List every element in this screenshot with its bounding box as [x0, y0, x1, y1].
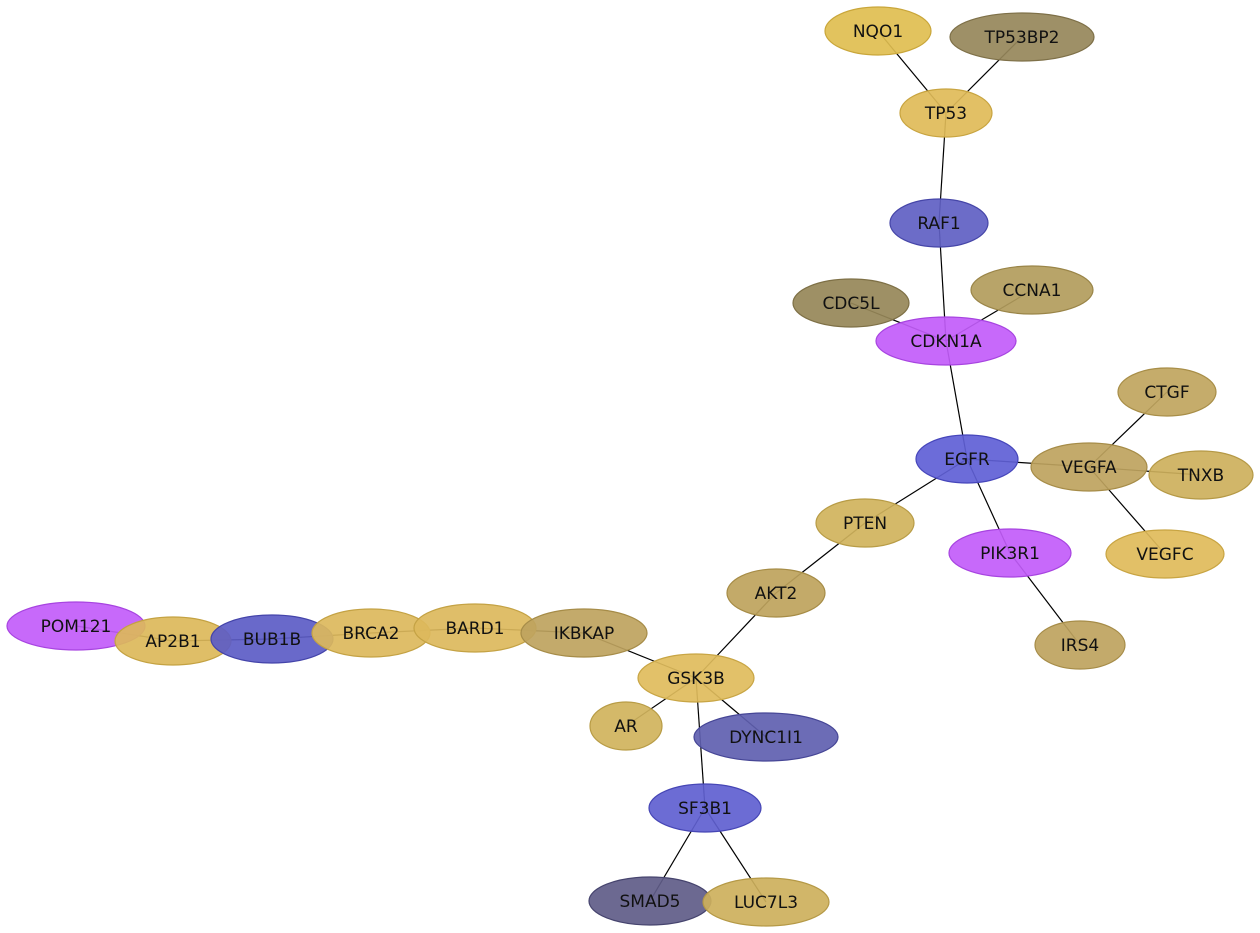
node-tp53bp2[interactable]: TP53BP2 [949, 12, 1095, 62]
node-pten[interactable]: PTEN [815, 498, 915, 548]
node-shape [875, 316, 1017, 366]
node-brca2[interactable]: BRCA2 [311, 608, 431, 658]
node-label: IKBKAP [554, 624, 615, 644]
node-shape [899, 88, 993, 138]
node-akt2[interactable]: AKT2 [726, 568, 826, 618]
node-shape [824, 6, 932, 56]
node-ikbkap[interactable]: IKBKAP [520, 608, 648, 658]
node-shape [1117, 367, 1217, 417]
node-label: POM121 [41, 617, 112, 637]
node-ccna1[interactable]: CCNA1 [970, 265, 1094, 315]
node-shape [1030, 442, 1148, 492]
node-shape [970, 265, 1094, 315]
node-label: TP53 [924, 104, 967, 124]
node-shape [1105, 529, 1225, 579]
node-gsk3b[interactable]: GSK3B [637, 653, 755, 703]
node-label: RAF1 [917, 214, 960, 234]
node-label: IRS4 [1061, 636, 1099, 656]
node-egfr[interactable]: EGFR [915, 434, 1019, 484]
node-ctgf[interactable]: CTGF [1117, 367, 1217, 417]
node-raf1[interactable]: RAF1 [889, 198, 989, 248]
node-tnxb[interactable]: TNXB [1148, 450, 1254, 500]
node-nqo1[interactable]: NQO1 [824, 6, 932, 56]
node-irs4[interactable]: IRS4 [1034, 620, 1126, 670]
node-shape [693, 712, 839, 762]
node-label: TNXB [1177, 466, 1224, 486]
node-label: BRCA2 [343, 624, 400, 644]
node-label: VEGFC [1136, 545, 1193, 565]
node-label: VEGFA [1061, 458, 1117, 478]
node-tp53[interactable]: TP53 [899, 88, 993, 138]
node-pik3r1[interactable]: PIK3R1 [948, 528, 1072, 578]
node-label: BUB1B [243, 630, 301, 650]
node-smad5[interactable]: SMAD5 [588, 876, 712, 926]
node-pom121[interactable]: POM121 [6, 601, 146, 651]
node-shape [648, 783, 762, 833]
node-dync1i1[interactable]: DYNC1I1 [693, 712, 839, 762]
node-label: CTGF [1144, 383, 1189, 403]
node-ap2b1[interactable]: AP2B1 [114, 616, 232, 666]
node-sf3b1[interactable]: SF3B1 [648, 783, 762, 833]
node-shape [889, 198, 989, 248]
node-vegfa[interactable]: VEGFA [1030, 442, 1148, 492]
node-label: PTEN [843, 514, 887, 534]
node-label: PIK3R1 [980, 544, 1040, 564]
node-luc7l3[interactable]: LUC7L3 [702, 877, 830, 927]
node-shape [637, 653, 755, 703]
node-label: SF3B1 [678, 799, 732, 819]
node-label: CCNA1 [1003, 281, 1062, 301]
node-label: CDC5L [822, 294, 880, 314]
node-ar[interactable]: AR [589, 701, 663, 751]
node-shape [520, 608, 648, 658]
node-cdc5l[interactable]: CDC5L [792, 278, 910, 328]
node-shape [815, 498, 915, 548]
node-label: AR [614, 717, 638, 737]
node-shape [1148, 450, 1254, 500]
node-label: BARD1 [445, 619, 504, 639]
node-label: GSK3B [667, 669, 725, 689]
node-label: LUC7L3 [734, 893, 798, 913]
node-vegfc[interactable]: VEGFC [1105, 529, 1225, 579]
node-bard1[interactable]: BARD1 [413, 603, 537, 653]
node-shape [702, 877, 830, 927]
node-shape [1034, 620, 1126, 670]
node-label: TP53BP2 [984, 28, 1060, 48]
node-shape [726, 568, 826, 618]
node-label: EGFR [944, 450, 990, 470]
node-label: CDKN1A [910, 332, 982, 352]
node-label: NQO1 [853, 22, 903, 42]
node-shape [792, 278, 910, 328]
node-label: SMAD5 [620, 892, 681, 912]
node-label: DYNC1I1 [729, 728, 803, 748]
node-label: AP2B1 [145, 632, 200, 652]
node-cdkn1a[interactable]: CDKN1A [875, 316, 1017, 366]
node-label: AKT2 [755, 584, 798, 604]
node-shape [589, 701, 663, 751]
node-shape [948, 528, 1072, 578]
node-shape [915, 434, 1019, 484]
node-shape [949, 12, 1095, 62]
